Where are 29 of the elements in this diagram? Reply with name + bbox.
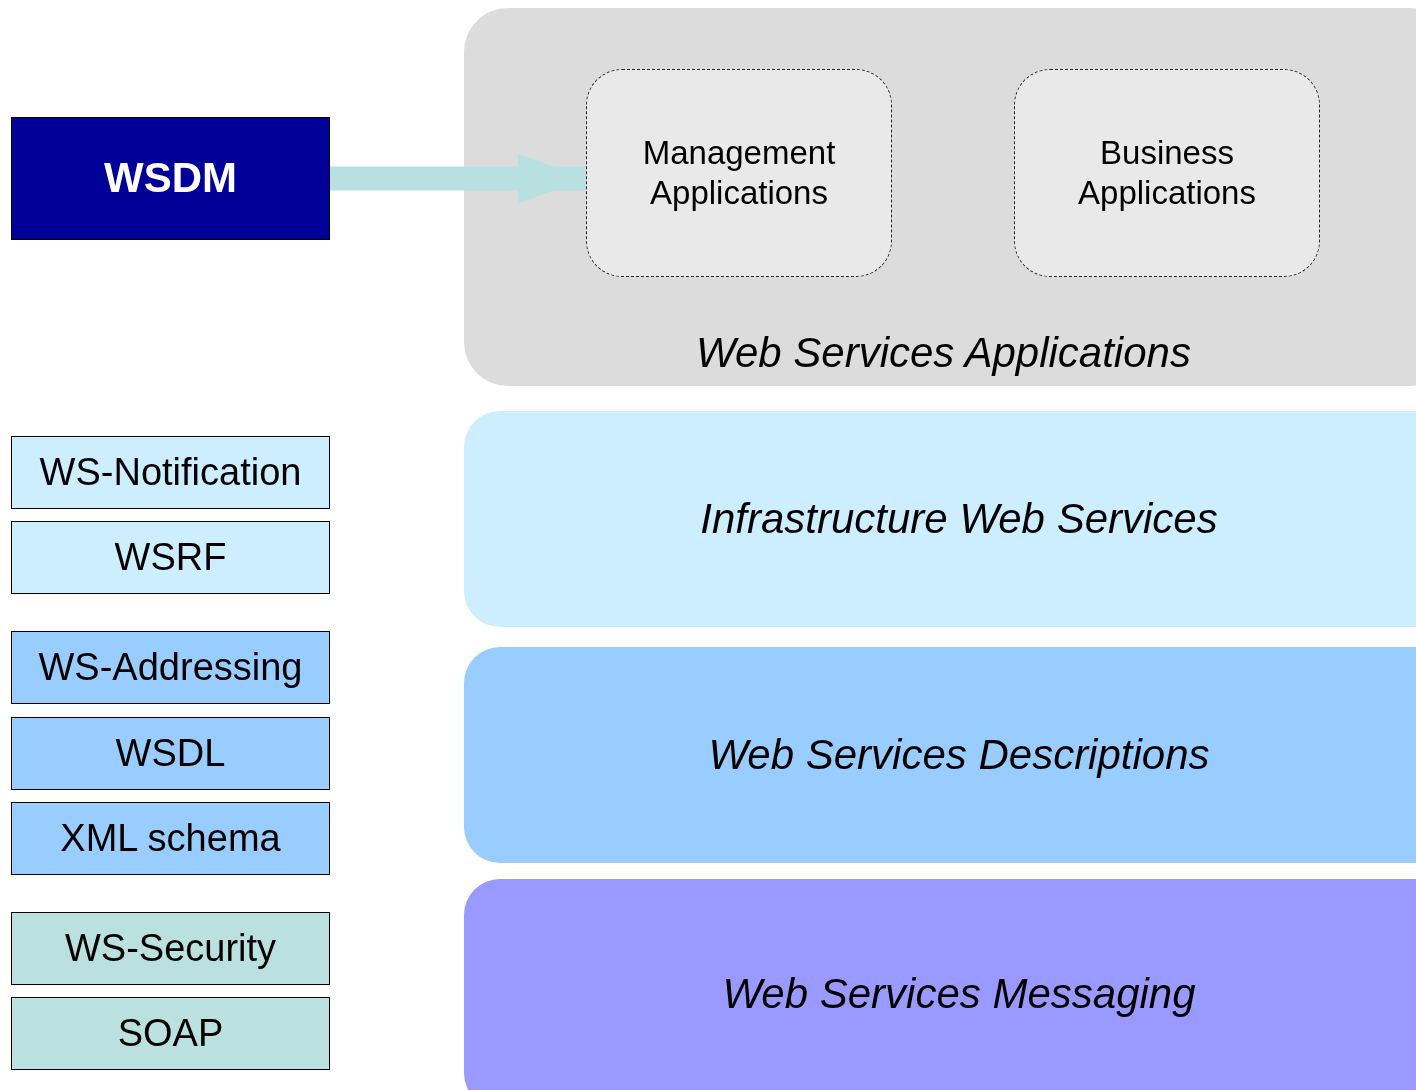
box-label: WS-Notification	[39, 449, 302, 495]
layer-panel	[464, 879, 1416, 1090]
layer-title: Infrastructure Web Services	[700, 493, 1218, 544]
box-label: WS-Addressing	[38, 644, 303, 690]
application-box	[1014, 69, 1320, 277]
box-label: WS-Security	[64, 925, 277, 971]
box-label: Management Applications	[641, 133, 837, 213]
box-label: XML schema	[60, 815, 281, 861]
box-label: SOAP	[117, 1010, 224, 1056]
layer-title: Web Services Messaging	[722, 968, 1196, 1019]
box-label: WSRF	[114, 534, 227, 580]
layer-title: Web Services Descriptions	[708, 729, 1210, 780]
spec-box	[11, 802, 330, 875]
spec-box	[11, 117, 330, 240]
spec-box	[11, 436, 330, 509]
box-label: Business Applications	[1077, 133, 1257, 213]
arrow	[330, 153, 586, 204]
layer-title: Web Services Applications	[696, 327, 1191, 378]
layer-panel	[464, 8, 1416, 386]
spec-box	[11, 521, 330, 594]
spec-box	[11, 997, 330, 1070]
layer-panel	[464, 411, 1416, 627]
box-label: WSDM	[104, 153, 237, 204]
spec-box	[11, 631, 330, 704]
application-box	[586, 69, 892, 277]
spec-box	[11, 912, 330, 985]
box-label: WSDL	[115, 730, 226, 776]
layer-panel	[464, 647, 1416, 863]
spec-box	[11, 717, 330, 790]
